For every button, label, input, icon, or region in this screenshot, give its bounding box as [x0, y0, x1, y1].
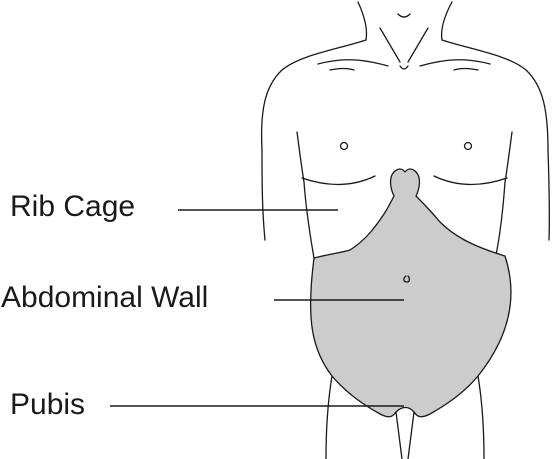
abdominal-wall-region [311, 169, 511, 417]
abdominal-wall-label: Abdominal Wall [1, 283, 208, 313]
left-nipple-icon [341, 143, 348, 150]
right-clavicle [420, 60, 490, 66]
left-torso-side [304, 182, 314, 258]
right-arm-outline [548, 150, 549, 240]
right-collar-mark [454, 69, 478, 71]
nipple-icons [341, 143, 472, 150]
right-nipple-icon [465, 143, 472, 150]
right-pectoral-line [434, 176, 507, 185]
pubis-label: Pubis [10, 390, 85, 420]
rib-cage-label: Rib Cage [10, 192, 135, 222]
left-shoulder-outline [262, 40, 366, 150]
sternal-notch [400, 66, 408, 69]
left-clavicle [318, 60, 388, 66]
right-shoulder-outline [442, 40, 548, 150]
throat-line [398, 14, 410, 17]
neck-right-outline [442, 2, 452, 40]
neck-tendon-right [408, 28, 428, 62]
right-torso-side [496, 182, 505, 255]
left-leg-outline [326, 376, 332, 459]
inner-thigh-left [396, 412, 402, 459]
left-armpit-line [297, 132, 304, 182]
right-armpit-line [505, 132, 512, 182]
left-pectoral-line [302, 176, 375, 185]
left-arm-outline [262, 150, 265, 240]
right-leg-outline [478, 376, 484, 459]
neck-left-outline [358, 2, 367, 40]
neck-tendon-left [380, 28, 400, 62]
left-collar-mark [330, 69, 354, 71]
inner-thigh-right [408, 412, 414, 459]
